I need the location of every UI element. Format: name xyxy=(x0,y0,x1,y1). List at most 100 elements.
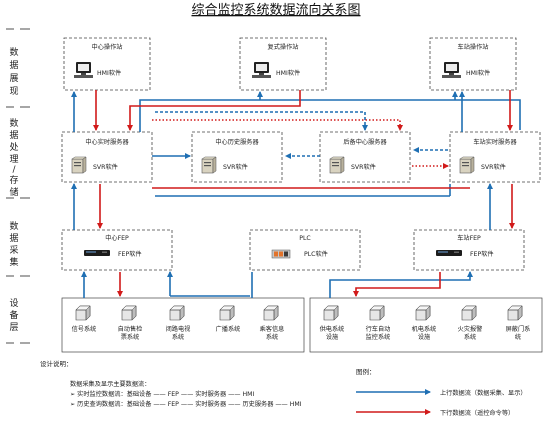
layer-char: 设 xyxy=(9,298,18,309)
workstation-title: 复式操作站 xyxy=(268,43,299,51)
device-label: 屏蔽门系 xyxy=(506,325,531,333)
device-label: 信号系统 xyxy=(72,325,97,333)
station-workstation: 车站操作站 HMI软件 xyxy=(429,37,517,91)
device-psd: 屏蔽门系 统 xyxy=(506,305,531,341)
layer-char: 集 xyxy=(9,256,18,268)
flow-up xyxy=(155,111,368,131)
layer-char: 据 xyxy=(9,59,18,71)
uplink-flows xyxy=(71,91,521,298)
device-afc: 自动售检 票系统 xyxy=(118,305,143,341)
device-icon xyxy=(263,305,279,321)
server-software: SVR软件 xyxy=(481,163,506,171)
layer-separators xyxy=(6,28,30,344)
downlink-flows xyxy=(93,90,515,297)
device-icon xyxy=(219,305,235,321)
device-fas: 火灾报警 系统 xyxy=(458,305,483,341)
device-label: 设施 xyxy=(326,333,338,341)
plc-title: PLC xyxy=(299,235,311,242)
fep-software: FEP软件 xyxy=(470,250,494,258)
layer-char: 现 xyxy=(9,86,18,97)
flow-down xyxy=(353,272,441,297)
computer-icon xyxy=(442,62,461,78)
server-icon xyxy=(201,156,217,174)
station-realtime-server: 车站实时服务器 SVR软件 xyxy=(449,131,541,183)
server-title: 中心实时服务器 xyxy=(85,138,129,146)
computer-icon xyxy=(74,62,93,78)
device-label: 系统 xyxy=(172,333,184,341)
layer-char: 展 xyxy=(9,73,18,84)
workstation-software: HMI软件 xyxy=(466,69,490,77)
notes-line-realtime: ➢ 实时监控数据流：基础设备 —— FEP —— 实时服务器 —— HMI xyxy=(70,390,254,398)
device-cctv: 闭路电视 系统 xyxy=(166,305,190,341)
device-pis: 乘客信息 系统 xyxy=(260,305,285,341)
device-label: 系统 xyxy=(266,333,278,341)
layer-char: 据 xyxy=(9,129,18,141)
legend-heading: 图例： xyxy=(356,367,376,376)
center-workstation: 中心操作站 HMI软件 xyxy=(63,37,151,91)
flow-up xyxy=(139,99,521,132)
diagram-title: 综合监控系统数据流向关系图 xyxy=(191,2,360,18)
layer-label-processing: 数 据 处 理 / 存 储 xyxy=(9,117,18,198)
fep-title: 中心FEP xyxy=(105,234,129,242)
device-icon xyxy=(415,305,431,321)
workstation-title: 中心操作站 xyxy=(92,43,123,51)
backup-center-server: 后备中心服务器 SVR软件 xyxy=(319,131,411,183)
computer-icon xyxy=(252,62,271,78)
device-label: 行车自动 xyxy=(366,325,391,333)
server-title: 后备中心服务器 xyxy=(343,138,387,146)
plc-software: PLC软件 xyxy=(304,250,328,258)
rack-icon xyxy=(84,250,110,256)
center-fep: 中心FEP FEP软件 xyxy=(61,229,173,271)
server-title: 车站实时服务器 xyxy=(473,138,517,146)
workstation-software: HMI软件 xyxy=(97,69,121,77)
plc-box: PLC PLC软件 xyxy=(249,229,361,271)
device-label: 乘客信息 xyxy=(260,325,285,333)
replica-workstation: 复式操作站 HMI软件 xyxy=(239,37,327,91)
device-label: 广播系统 xyxy=(216,325,241,333)
device-broadcast: 广播系统 xyxy=(216,305,241,333)
device-icon xyxy=(169,305,185,321)
layer-char: 处 xyxy=(9,141,18,153)
device-icon xyxy=(75,305,91,321)
layer-label-presentation: 数 据 展 现 xyxy=(9,46,18,97)
server-icon xyxy=(329,156,345,174)
device-label: 设施 xyxy=(418,333,430,341)
layer-char: 数 xyxy=(9,117,18,129)
fep-software: FEP软件 xyxy=(118,250,142,258)
workstation-software: HMI软件 xyxy=(276,69,300,77)
device-icon xyxy=(461,305,477,321)
layer-char: 采 xyxy=(9,245,18,256)
device-label: 系统 xyxy=(464,333,476,341)
layer-char: 备 xyxy=(9,309,18,321)
server-title: 中心历史服务器 xyxy=(215,138,259,146)
device-label: 火灾报警 xyxy=(458,325,483,333)
device-label: 统 xyxy=(515,333,521,341)
device-icon xyxy=(121,305,137,321)
device-label: 机电系统 xyxy=(412,325,437,333)
layer-char: 据 xyxy=(9,232,18,244)
layer-char: 储 xyxy=(9,186,18,198)
device-icon xyxy=(507,305,523,321)
device-label: 自动售检 xyxy=(118,325,143,333)
center-realtime-server: 中心实时服务器 SVR软件 xyxy=(61,131,153,183)
flow-down xyxy=(152,119,403,131)
device-label: 监控系统 xyxy=(366,333,391,341)
layer-label-devices: 设 备 层 xyxy=(9,298,18,333)
notes-line-history: ➢ 历史查询数据流：基础设备 —— FEP —— 实时服务器 —— 历史服务器 … xyxy=(70,400,302,408)
fep-title: 车站FEP xyxy=(457,234,481,242)
device-label: 供电系统 xyxy=(320,325,345,333)
device-label: 票系统 xyxy=(121,333,140,341)
rack-icon xyxy=(436,250,462,256)
notes-intro: 数据采集及显示主要数据流： xyxy=(70,380,150,388)
layer-char: 层 xyxy=(9,322,18,333)
center-history-server: 中心历史服务器 SVR软件 xyxy=(191,131,283,183)
layer-char: / xyxy=(12,165,16,175)
device-ats: 行车自动 监控系统 xyxy=(366,305,391,341)
notes-heading: 设计说明： xyxy=(40,359,73,368)
layer-char: 数 xyxy=(9,220,18,232)
server-icon xyxy=(459,156,475,174)
device-power: 供电系统 设施 xyxy=(320,305,345,341)
device-icon xyxy=(369,305,385,321)
server-software: SVR软件 xyxy=(351,163,376,171)
